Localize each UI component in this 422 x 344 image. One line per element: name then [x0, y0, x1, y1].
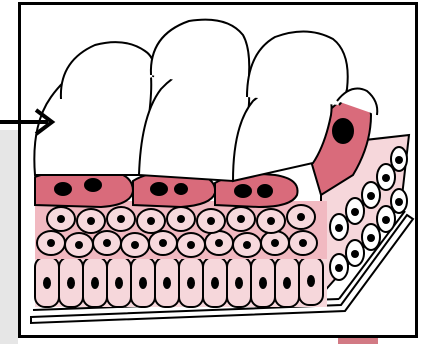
arrow-right-icon — [0, 100, 60, 144]
intermediate-cell-layer — [35, 201, 327, 259]
bottom-accent — [338, 338, 378, 344]
background-panel — [0, 130, 18, 344]
epithelium-illustration — [18, 2, 418, 338]
basal-cell-layer — [35, 257, 327, 307]
epithelium-drawing — [21, 5, 415, 335]
